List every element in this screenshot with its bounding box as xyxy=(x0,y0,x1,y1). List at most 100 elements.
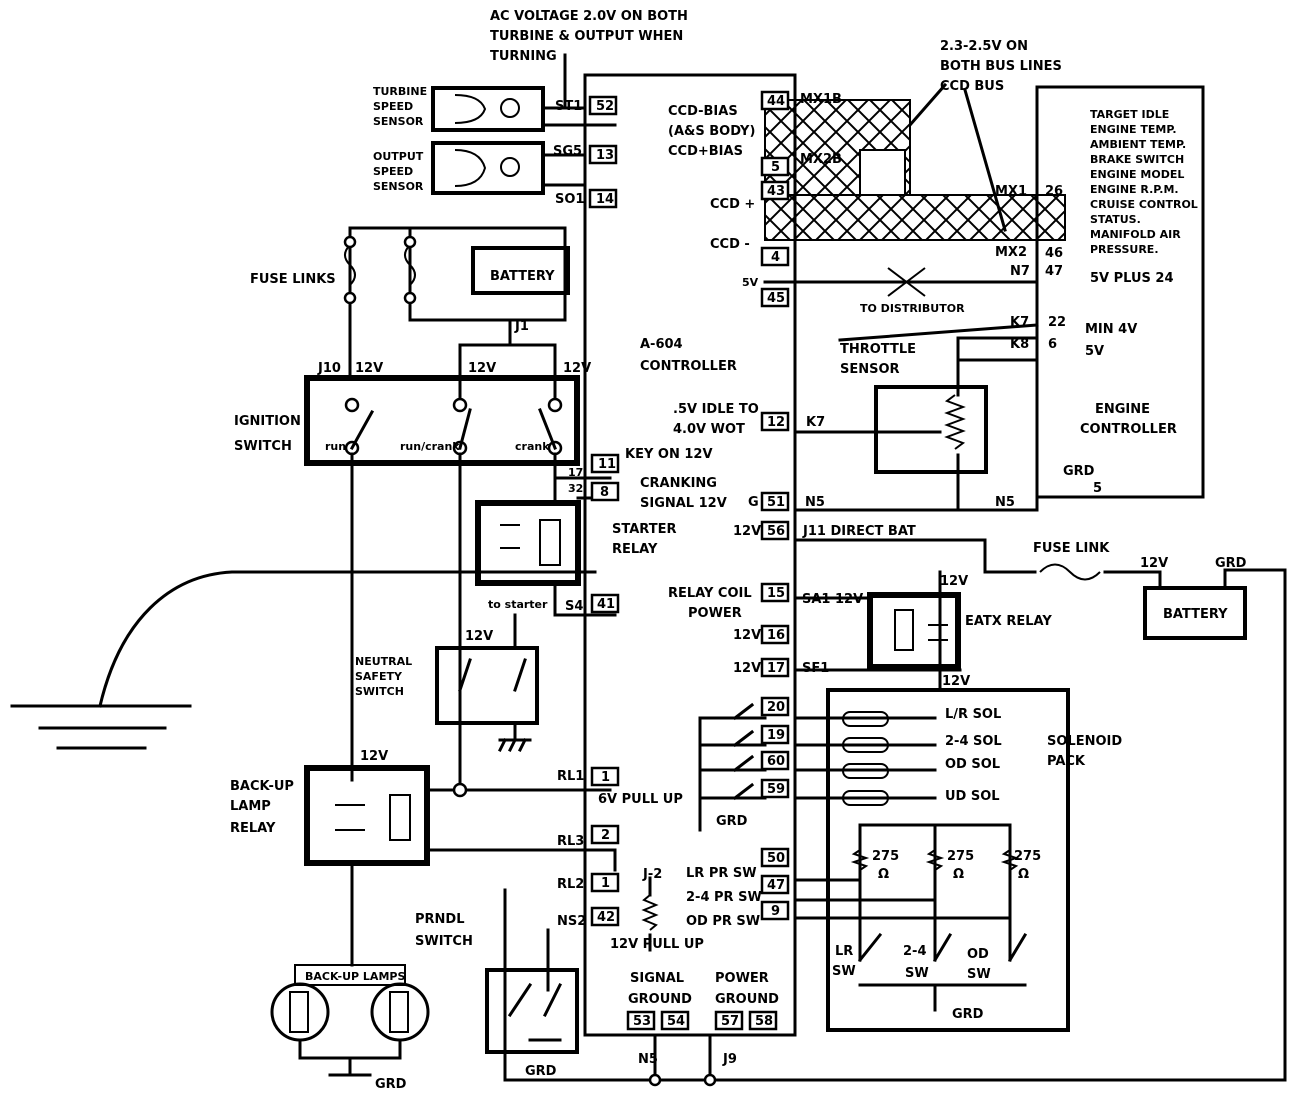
12v-battery-label: 12V xyxy=(1140,556,1168,571)
signal-ground-2: GROUND xyxy=(628,992,692,1007)
s4-label: S4 xyxy=(565,599,583,614)
j1-label: J1 xyxy=(514,319,529,334)
back-up-lamp-relay xyxy=(304,765,617,967)
pin-2: 2 xyxy=(601,828,610,843)
grd-prndl-label: GRD xyxy=(525,1064,557,1079)
12v-backup-label: 12V xyxy=(360,749,388,764)
ac-voltage-note-1: AC VOLTAGE 2.0V ON BOTH xyxy=(490,9,688,24)
lr-sw-label-2: SW xyxy=(832,964,856,979)
pin-11: 11 xyxy=(598,457,616,472)
j2-label: J-2 xyxy=(642,867,662,882)
key-on-label: KEY ON 12V xyxy=(625,447,713,462)
idle-label-2: 4.0V WOT xyxy=(673,422,745,437)
battery-top xyxy=(471,246,570,295)
pin-60: 60 xyxy=(767,754,785,769)
cranking-label-1: CRANKING xyxy=(640,476,717,491)
j9-label: J9 xyxy=(722,1052,737,1067)
target-5: ENGINE MODEL xyxy=(1090,168,1184,181)
turbine-label-3: SENSOR xyxy=(373,115,424,128)
turbine-label-1: TURBINE xyxy=(373,85,427,98)
ud-sol-label: UD SOL xyxy=(945,789,1000,804)
sa1-label: SA1 12V xyxy=(802,592,863,607)
pin-17: 17 xyxy=(767,661,785,676)
24-pr-label: 2-4 PR SW xyxy=(686,890,762,905)
ccd-plus-label: CCD + xyxy=(710,197,755,212)
backup-label-3: RELAY xyxy=(230,821,276,836)
j10-label: J10 xyxy=(317,361,341,376)
battery-top-label: BATTERY xyxy=(490,269,555,284)
ccd-bias-1: CCD-BIAS xyxy=(668,104,738,119)
ground-symbol-left xyxy=(10,570,597,750)
j11-label: J11 DIRECT BAT xyxy=(802,524,916,539)
neutral-safety-switch xyxy=(435,613,539,753)
pin-45: 45 xyxy=(767,291,785,306)
target-1: TARGET IDLE xyxy=(1090,108,1169,121)
ignition-label-2: SWITCH xyxy=(234,439,292,454)
backup-lamps-label: BACK-UP LAMPS xyxy=(305,970,405,983)
battery-right-label: BATTERY xyxy=(1163,607,1228,622)
24-sw-label-1: 2-4 xyxy=(903,944,927,959)
k8-label: K8 xyxy=(1010,337,1029,352)
pin-boxes xyxy=(588,90,790,1031)
ohm-2: Ω xyxy=(953,867,964,882)
target-2: ENGINE TEMP. xyxy=(1090,123,1177,136)
engine-pin-26: 26 xyxy=(1045,184,1063,199)
signal-ground-1: SIGNAL xyxy=(630,971,684,986)
lr-pr-label: LR PR SW xyxy=(686,866,757,881)
pin-42: 42 xyxy=(597,910,615,925)
target-10: PRESSURE. xyxy=(1090,243,1159,256)
ccd-bias-2: (A&S BODY) xyxy=(668,124,755,139)
pin-numbers: 52 13 14 44 5 43 4 45 12 11 8 51 56 15 1… xyxy=(568,94,1102,1029)
ccd-bus-hatching xyxy=(764,82,1066,241)
12v-ign-1: 12V xyxy=(355,361,383,376)
od-sw-label-1: OD xyxy=(967,947,989,962)
12v-neutral-label: 12V xyxy=(465,629,493,644)
turbine-label-2: SPEED xyxy=(373,100,413,113)
output-label-3: SENSOR xyxy=(373,180,424,193)
pin-12: 12 xyxy=(767,415,785,430)
pin-15: 15 xyxy=(767,586,785,601)
24-sol-label: 2-4 SOL xyxy=(945,734,1002,749)
ns2-label: NS2 xyxy=(557,914,586,929)
solenoid-label-1: SOLENOID xyxy=(1047,734,1122,749)
mx1-label: MX1 xyxy=(995,184,1027,199)
to-starter-label: to starter xyxy=(488,598,548,611)
5v-right-label: 5V xyxy=(1085,344,1104,359)
ohm-3: Ω xyxy=(1018,867,1029,882)
pin-50: 50 xyxy=(767,851,785,866)
ac-voltage-note-3: TURNING xyxy=(490,49,557,64)
throttle-sensor xyxy=(793,323,1039,512)
pin-54: 54 xyxy=(667,1014,685,1029)
idle-label-1: .5V IDLE TO xyxy=(673,402,759,417)
24-sw-label-2: SW xyxy=(905,966,929,981)
sf1-label: SF1 xyxy=(802,661,829,676)
ccd-bus-label: CCD BUS xyxy=(940,79,1004,94)
run-crank-label: run/crank xyxy=(400,440,460,453)
pin-16: 16 xyxy=(767,628,785,643)
12v-17-label: 12V xyxy=(733,661,761,676)
pin-1: 1 xyxy=(601,770,610,785)
controller-label-2: CONTROLLER xyxy=(640,359,737,374)
neutral-label-2: SAFETY xyxy=(355,670,403,683)
pin-17-label: 17 xyxy=(568,466,583,479)
fuse-links-label: FUSE LINKS xyxy=(250,272,336,287)
5v-label: 5V xyxy=(742,276,759,289)
target-3: AMBIENT TEMP. xyxy=(1090,138,1186,151)
pin-51: 51 xyxy=(767,495,785,510)
target-6: ENGINE R.P.M. xyxy=(1090,183,1179,196)
ac-voltage-note-2: TURBINE & OUTPUT WHEN xyxy=(490,29,683,44)
mx1b-label: MX1B xyxy=(800,92,842,107)
rl2-label: RL2 xyxy=(557,877,584,892)
pin-43: 43 xyxy=(767,184,785,199)
pin-58: 58 xyxy=(755,1014,773,1029)
neutral-label-1: NEUTRAL xyxy=(355,655,412,668)
backup-label-1: BACK-UP xyxy=(230,779,294,794)
od-sw-label-2: SW xyxy=(967,967,991,982)
lr-sw-label-1: LR xyxy=(835,944,853,959)
ccd-bias-3: CCD+BIAS xyxy=(668,144,743,159)
so1-label: SO1 xyxy=(555,192,584,207)
mx2-label: MX2 xyxy=(995,245,1027,260)
ohm-275-1: 275 xyxy=(872,849,899,864)
pin-19: 19 xyxy=(767,728,785,743)
pin-5: 5 xyxy=(771,160,780,175)
